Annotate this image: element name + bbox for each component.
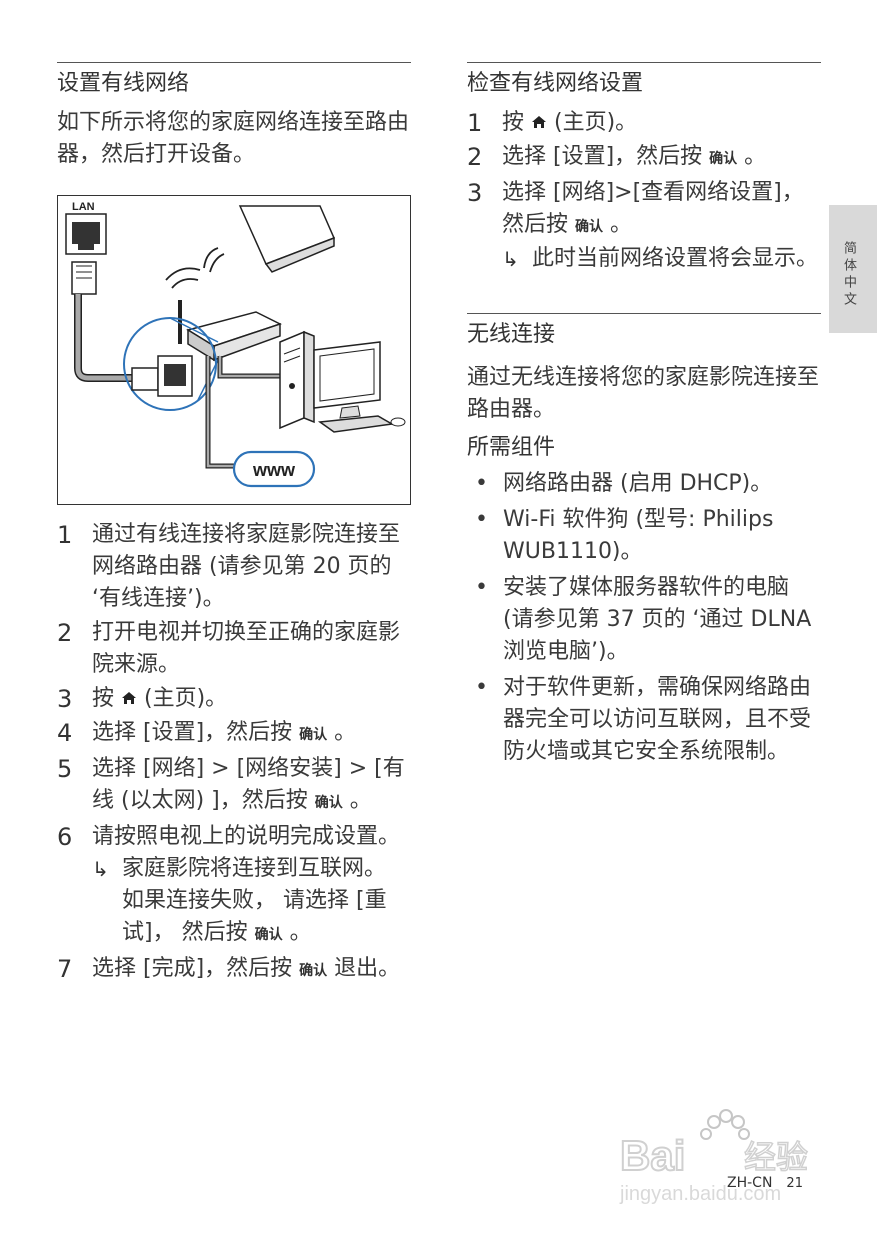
requirement-text: 对于软件更新，需确保网络路由器完全可以访问互联网，且不受防火墙或其它安全系统限制… — [503, 675, 812, 764]
desktop-pc-icon — [279, 330, 406, 433]
language-side-tab: 简体中文 — [829, 205, 877, 333]
wired-step-5: 5 选择 [网络] > [网络安装] > [有线 (以太网) ]，然后按 确认 … — [57, 753, 411, 819]
section-heading-wireless: 无线连接 — [467, 322, 556, 347]
left-column: 设置有线网络 如下所示将您的家庭网络连接至路由器，然后打开设备。 LAN — [57, 62, 411, 987]
wired-step-7: 7 选择 [完成]，然后按 确认 退出。 — [57, 953, 411, 987]
step-text: (主页)。 — [554, 110, 638, 135]
step-number: 4 — [57, 719, 73, 747]
step-text: 选择 [网络] > [网络安装] > [有线 (以太网) ]，然后按 — [92, 756, 405, 813]
requirement-item: • Wi-Fi 软件狗 (型号: Philips WUB1110)。 — [467, 504, 821, 568]
bullet-dot: • — [475, 675, 488, 700]
ok-key-label: 确认 — [299, 963, 328, 979]
requirement-item: • 对于软件更新，需确保网络路由器完全可以访问互联网，且不受防火墙或其它安全系统限… — [467, 672, 821, 768]
step-text: 。 — [349, 788, 372, 813]
wired-step-6: 6 请按照电视上的说明完成设置。 ↳ 家庭影院将连接到互联网。 如果连接失败， … — [57, 821, 411, 951]
wired-steps-list: 1 通过有线连接将家庭影院连接至网络路由器 (请参见第 20 页的 ‘有线连接’… — [57, 519, 411, 987]
step-3-result: ↳ 此时当前网络设置将会显示。 — [502, 243, 821, 275]
router-icon — [178, 300, 282, 362]
section-rule — [467, 62, 821, 63]
step-number: 3 — [467, 179, 483, 207]
result-text: 家庭影院将连接到互联网。 如果连接失败， 请选择 [重试]， 然后按 — [122, 856, 387, 945]
step-text: 通过有线连接将家庭影院连接至网络路由器 (请参见第 20 页的 ‘有线连接’)。 — [92, 522, 401, 611]
step-text: 请按照电视上的说明完成设置。 — [92, 824, 401, 849]
step-number: 5 — [57, 755, 73, 783]
home-icon — [532, 116, 547, 128]
network-diagram: LAN — [57, 195, 411, 505]
requirements-heading: 所需组件 — [467, 435, 556, 460]
requirement-text: Wi-Fi 软件狗 (型号: Philips WUB1110)。 — [503, 507, 774, 564]
ok-key-label: 确认 — [314, 795, 343, 811]
baidu-watermark-logo: Bai 经验 jingyan.baidu.com — [619, 1109, 809, 1205]
requirement-item: • 网络路由器 (启用 DHCP)。 — [467, 468, 821, 500]
watermark-brand: Bai — [620, 1132, 685, 1179]
step-text: 。 — [334, 720, 357, 745]
step-text: 选择 [完成]，然后按 — [92, 956, 293, 981]
section-rule — [467, 313, 821, 314]
check-steps-list: 1 按 (主页)。 2 选择 [设置]，然后按 确认 。 3 选择 [网络]>[… — [467, 107, 821, 275]
requirement-text: 网络路由器 (启用 DHCP)。 — [503, 471, 773, 496]
result-arrow-icon: ↳ — [92, 857, 109, 881]
step-number: 1 — [467, 109, 483, 137]
bullet-dot: • — [475, 471, 488, 496]
check-step-2: 2 选择 [设置]，然后按 确认 。 — [467, 141, 821, 175]
footer-language: ZH-CN — [727, 1175, 773, 1191]
wired-step-4: 4 选择 [设置]，然后按 确认 。 — [57, 717, 411, 751]
wired-intro: 如下所示将您的家庭网络连接至路由器，然后打开设备。 — [57, 110, 410, 167]
ok-key-label: 确认 — [709, 151, 738, 167]
watermark-brand2: 经验 — [744, 1138, 808, 1176]
network-diagram-svg: LAN — [65, 201, 406, 488]
laptop-icon — [238, 205, 336, 273]
section-heading-wired: 设置有线网络 — [57, 71, 190, 96]
step-text: 选择 [设置]，然后按 — [502, 144, 703, 169]
page-footer: ZH-CN 21 — [727, 1175, 803, 1191]
result-arrow-icon: ↳ — [502, 247, 519, 271]
step-text: 按 — [92, 686, 115, 711]
step-text: 选择 [设置]，然后按 — [92, 720, 293, 745]
ok-key-label: 确认 — [299, 727, 328, 743]
page-number: 21 — [786, 1176, 803, 1191]
check-step-3: 3 选择 [网络]>[查看网络设置]，然后按 确认 。 ↳ 此时当前网络设置将会… — [467, 177, 821, 275]
www-label: www — [252, 460, 296, 480]
ok-key-label: 确认 — [254, 927, 283, 943]
side-tab-label: 简体中文 — [841, 241, 856, 309]
result-text: 此时当前网络设置将会显示。 — [532, 246, 819, 271]
check-step-1: 1 按 (主页)。 — [467, 107, 821, 139]
requirements-list: • 网络路由器 (启用 DHCP)。 • Wi-Fi 软件狗 (型号: Philip… — [467, 468, 821, 768]
step-number: 7 — [57, 955, 73, 983]
requirement-text: 安装了媒体服务器软件的电脑 (请参见第 37 页的 ‘通过 DLNA 浏览电脑’… — [503, 575, 812, 664]
step-number: 2 — [467, 143, 483, 171]
home-icon — [122, 692, 137, 704]
wired-step-3: 3 按 (主页)。 — [57, 683, 411, 715]
wifi-signal-icon — [165, 247, 225, 289]
step-number: 2 — [57, 619, 73, 647]
wired-step-1: 1 通过有线连接将家庭影院连接至网络路由器 (请参见第 20 页的 ‘有线连接’… — [57, 519, 411, 615]
bullet-dot: • — [475, 575, 488, 600]
step-number: 3 — [57, 685, 73, 713]
section-rule — [57, 62, 411, 63]
step-text: 退出。 — [334, 956, 401, 981]
lan-label: LAN — [72, 201, 95, 213]
step-text: 选择 [网络]>[查看网络设置]，然后按 — [502, 180, 804, 237]
step-6-result: ↳ 家庭影院将连接到互联网。 如果连接失败， 请选择 [重试]， 然后按 确认 … — [92, 853, 411, 951]
section-heading-check: 检查有线网络设置 — [467, 71, 644, 96]
step-text: (主页)。 — [144, 686, 228, 711]
step-text: 按 — [502, 110, 525, 135]
step-text: 。 — [744, 144, 767, 169]
ok-key-label: 确认 — [575, 219, 604, 235]
wireless-intro: 通过无线连接将您的家庭影院连接至路由器。 — [467, 365, 820, 422]
step-text: 。 — [610, 212, 633, 237]
right-column: 检查有线网络设置 1 按 (主页)。 2 选择 [设置]，然后按 确认 。 3 … — [467, 62, 821, 772]
watermark-url: jingyan.baidu.com — [619, 1183, 781, 1205]
requirement-item: • 安装了媒体服务器软件的电脑 (请参见第 37 页的 ‘通过 DLNA 浏览电脑… — [467, 572, 821, 668]
step-number: 6 — [57, 823, 73, 851]
bullet-dot: • — [475, 507, 488, 532]
step-number: 1 — [57, 521, 73, 549]
wired-step-2: 2 打开电视并切换至正确的家庭影院来源。 — [57, 617, 411, 681]
www-bubble — [232, 450, 316, 488]
step-text: 打开电视并切换至正确的家庭影院来源。 — [92, 620, 401, 677]
result-text: 。 — [289, 920, 312, 945]
